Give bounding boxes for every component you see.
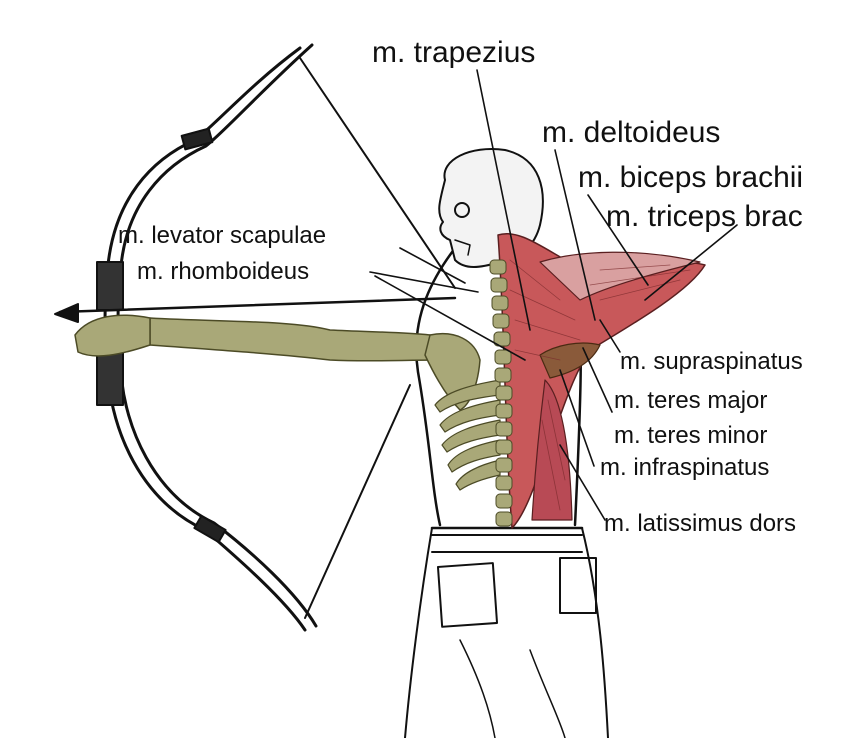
label-trapezius: m. trapezius xyxy=(372,38,535,68)
muscle-mass xyxy=(498,234,705,528)
label-latissimus-dorsi: m. latissimus dors xyxy=(604,512,796,536)
label-triceps-brachii: m. triceps brac xyxy=(606,202,803,232)
label-infraspinatus: m. infraspinatus xyxy=(600,456,769,480)
label-levator-scapulae: m. levator scapulae xyxy=(118,224,326,248)
label-deltoideus: m. deltoideus xyxy=(542,118,720,148)
label-rhomboideus: m. rhomboideus xyxy=(137,260,309,284)
label-teres-major: m. teres major xyxy=(614,389,767,413)
pants xyxy=(405,528,608,738)
label-supraspinatus: m. supraspinatus xyxy=(620,350,803,374)
label-teres-minor: m. teres minor xyxy=(614,424,767,448)
arm-skeleton xyxy=(75,315,440,361)
ribcage xyxy=(435,380,500,490)
label-biceps-brachii: m. biceps brachii xyxy=(578,163,803,193)
